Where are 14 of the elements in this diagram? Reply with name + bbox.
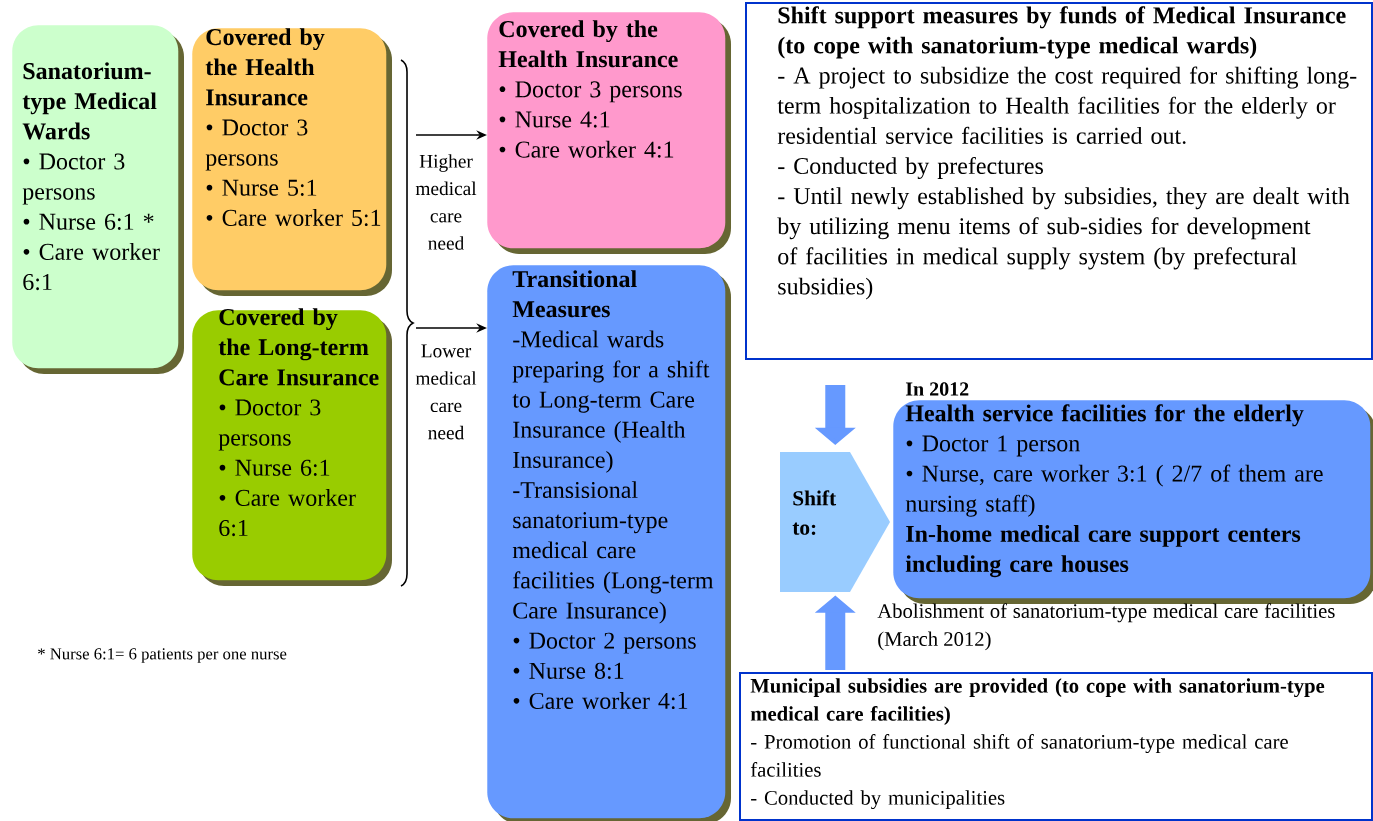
ward-box: Sanatorium-type Medical Wards • Doctor 3 persons • Nurse 6:1 * • Care worker 6:1 (12, 25, 184, 374)
subsidy-box: Municipal subsidies are provided (to cope with sanatorium-type medical care facilities) - Promotion of functional shift of sanatorium-type medical care facilities - Conducted by municipalities (739, 672, 1373, 821)
measures-box: Transitional Measures -Medical wards preparing for a shift to Long-term Care Insurance (Health Insurance) -Transisional sanatorium-type medical care facilities (Long-term Care Insurance) • Doctor 2 persons • Nurse 8:1 • Care worker 4:1 (487, 265, 731, 821)
year-heading: In 2012 (905, 382, 969, 396)
shift-pentagon: Shift to: (780, 452, 890, 592)
footnote: * Nurse 6:1= 6 patients per one nurse (38, 648, 287, 663)
edge-label: Lower medical care need (409, 343, 483, 441)
facility-box: Health service facilities for the elderly • Doctor 1 person • Nurse, care worker 3:1 ( 2/7 of them are nursing staff) In-home medical care support centers including care houses (893, 400, 1373, 604)
insurance-box: Covered by the Health Insurance • Doctor 3 persons • Nurse 4:1 • Care worker 4:1 (487, 12, 731, 254)
insurance-box: Covered by the Health Insurance • Doctor 3 persons • Nurse 5:1 • Care worker 5:1 (192, 28, 392, 296)
support-box: Shift support measures by funds of Medical Insurance (to cope with sanatorium-type medical wards) - A project to subsidize the cost required for shifting long-term hospitalization to Health facilities for the elderly or residential service facilities is carried out. - Conducted by prefectures - Until newly established by subsidies, they are dealt with by utilizing menu items of sub-sidies for development of facilities in medical supply system (by prefectural subsidies) (745, 2, 1373, 360)
note-text: Abolishment of sanatorium-type medical care facilities (March 2012) (877, 603, 1335, 651)
insurance-box: Covered by the Long-term Care Insurance • Doctor 3 persons • Nurse 6:1 • Care worker 6:1 (192, 308, 392, 586)
edge-label: Higher medical care need (409, 152, 483, 252)
